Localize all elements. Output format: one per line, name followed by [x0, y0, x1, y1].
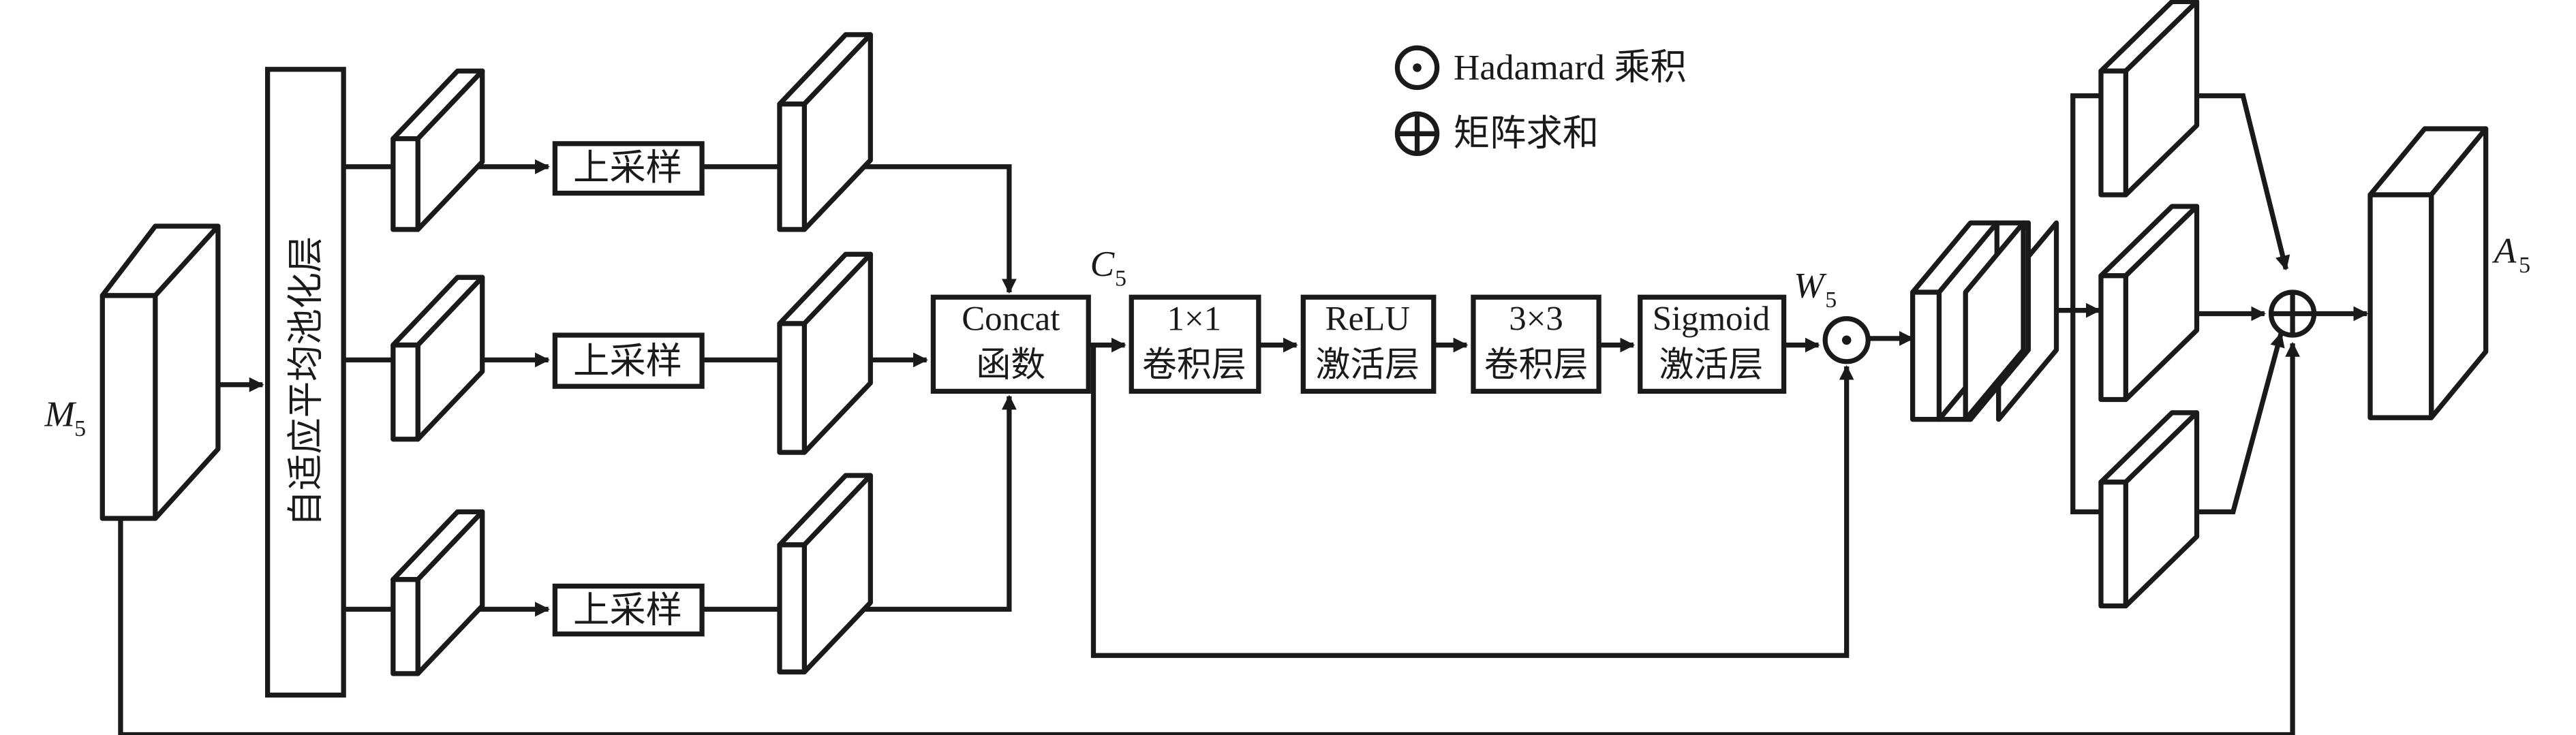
- upsampled-feature-1: [777, 32, 873, 232]
- upsampled-feature-3: [777, 473, 873, 675]
- upsample-label-2: 上采样: [573, 341, 682, 381]
- svg-text:5: 5: [74, 416, 86, 441]
- conv1x1-label-line2: 卷积层: [1142, 347, 1246, 385]
- relu-label-line2: 激活层: [1316, 347, 1420, 385]
- legend-sum-label: 矩阵求和: [1454, 112, 1599, 153]
- upsample-box-3: [552, 583, 705, 637]
- branch-feature-top: [2098, 0, 2200, 198]
- pooled-feature-2: [390, 275, 485, 442]
- sigmoid-box: [1638, 294, 1787, 394]
- upsample-label-3: 上采样: [573, 590, 682, 631]
- label-a5: A 5: [2492, 230, 2530, 278]
- conv1x1-label-line1: 1×1: [1167, 300, 1222, 339]
- split-bracket: [2070, 93, 2101, 514]
- label-w5: W 5: [1794, 264, 1837, 313]
- branch-feature-middle: [2098, 204, 2200, 403]
- connection-lines: [118, 93, 2369, 735]
- conv3x3-box: [1471, 294, 1601, 394]
- upsample-box-2: [552, 332, 705, 389]
- concat-box: [930, 294, 1091, 394]
- svg-text:5: 5: [1825, 287, 1837, 313]
- svg-text:A: A: [2492, 230, 2517, 270]
- conv3x3-label-line1: 3×3: [1509, 300, 1563, 339]
- svg-text:5: 5: [1115, 266, 1126, 291]
- sigmoid-label-line1: Sigmoid: [1653, 300, 1770, 339]
- label-m5: M 5: [44, 393, 86, 441]
- legend: Hadamard 乘积 矩阵求和: [1394, 45, 1687, 157]
- arrow-branch-1-to-concat: [804, 164, 1017, 294]
- concat-label-line1: Concat: [962, 300, 1060, 339]
- feature-map-a5: [2367, 126, 2489, 420]
- branch-feature-bottom: [2098, 410, 2200, 609]
- legend-hadamard-symbol: [1394, 45, 1440, 91]
- conv3x3-label-line2: 卷积层: [1484, 347, 1589, 385]
- svg-text:M: M: [44, 393, 76, 434]
- svg-text:W: W: [1794, 264, 1827, 305]
- svg-text:C: C: [1090, 243, 1116, 284]
- matrix-sum-operator: [2268, 290, 2317, 338]
- legend-hadamard-label: Hadamard 乘积: [1454, 46, 1687, 87]
- upsampled-feature-2: [777, 251, 873, 455]
- upsample-label-1: 上采样: [573, 147, 682, 188]
- upsample-box-1: [552, 141, 705, 196]
- label-c5: C 5: [1090, 243, 1126, 292]
- arrow-c5-skip-to-hadamard: [1090, 345, 1854, 658]
- concat-label-line2: 函数: [976, 347, 1045, 385]
- feature-map-m5: [99, 223, 221, 521]
- arrow-branch-3-to-concat: [804, 394, 1017, 612]
- weighted-feature-stack: [1910, 220, 2059, 422]
- sigmoid-label-line2: 激活层: [1659, 347, 1764, 385]
- pooled-feature-3: [390, 509, 485, 676]
- pool-layer-box: [265, 67, 346, 698]
- relu-box: [1300, 294, 1437, 394]
- legend-sum-symbol: [1394, 111, 1440, 157]
- pool-layer-label: 自适应平均池化层: [285, 236, 326, 527]
- pooled-feature-1: [390, 68, 485, 232]
- relu-label-line1: ReLU: [1325, 300, 1410, 339]
- svg-text:5: 5: [2519, 253, 2530, 278]
- conv1x1-box: [1129, 294, 1261, 394]
- hadamard-operator: [1822, 316, 1871, 364]
